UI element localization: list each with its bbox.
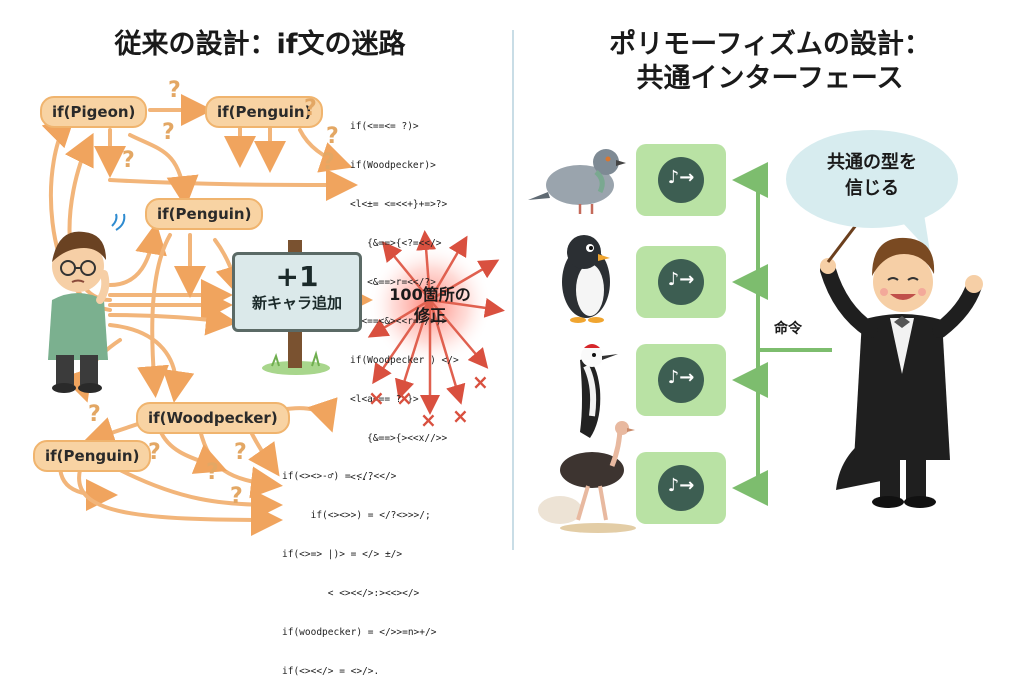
question-mark: ? [304, 96, 317, 121]
speech-bubble [786, 130, 958, 228]
cross-mark: × [452, 404, 469, 428]
interface-box-ostrich: ♪→ [636, 452, 726, 524]
code-line: if(<><>>) = </?<>>>/; [282, 510, 431, 521]
fix-count-line2: 修正 [413, 306, 446, 325]
question-mark: ? [206, 460, 219, 485]
note-symbol: ♪→ [667, 167, 695, 188]
right-title-line1: ポリモーフィズムの設計： [609, 29, 931, 60]
code-line: {&==>{><<x//>> [350, 433, 448, 444]
cross-mark: × [472, 370, 489, 394]
code-line: if(<><>-♂) = </?<</> [282, 471, 397, 482]
bubble-line2: 信じる [845, 178, 899, 199]
if-woodpecker-node: if(Woodpecker) [136, 402, 290, 434]
question-mark: ? [148, 440, 161, 465]
code-line: if(Woodpecker)> [350, 160, 436, 171]
if-pigeon-node: if(Pigeon) [40, 96, 148, 128]
code-line: if(Woodpecker ) </> [350, 355, 459, 366]
cross-mark: × [396, 386, 413, 410]
polymorphism-diagram [528, 149, 983, 533]
question-mark: ? [230, 484, 243, 509]
question-mark: ? [168, 78, 181, 103]
interface-box-woodpecker: ♪→ [636, 344, 726, 416]
new-character-sign: +1 新キャラ追加 [232, 252, 362, 332]
play-note-icon: ♪→ [658, 465, 704, 511]
question-mark: ? [326, 124, 339, 149]
flow-arrows [41, 94, 373, 536]
play-note-icon: ♪→ [658, 259, 704, 305]
question-marks: ? ? ? ? ? ? ? ? ? ? ? [0, 0, 512, 572]
fix-count-label: 100箇所の 修正 [380, 284, 480, 326]
command-arrows [732, 162, 832, 506]
right-title-line2: 共通インターフェース [636, 63, 904, 94]
code-line: {&==>{<?=<</> [350, 238, 442, 249]
play-note-icon: ♪→ [658, 157, 704, 203]
bubble-line1: 共通の型を [827, 152, 917, 173]
question-mark: ? [322, 150, 335, 175]
note-symbol: ♪→ [667, 475, 695, 496]
sign-plus-one: +1 [275, 260, 319, 293]
section-divider [512, 30, 514, 550]
note-symbol: ♪→ [667, 269, 695, 290]
fix-count-line1: 100箇所の [389, 285, 471, 304]
code-line: <l<a<== ?-}> [350, 394, 419, 405]
cross-mark: × [420, 408, 437, 432]
penguin-illustration [562, 235, 610, 323]
code-line: if(woodpecker) = </>>=n>+/> [282, 627, 437, 638]
question-mark: ? [162, 120, 175, 145]
if-penguin-mid-node: if(Penguin) [145, 198, 264, 230]
code-line: if(<>=> |)> = </> ±/> [282, 549, 403, 560]
left-title: 従来の設計：if文の迷路 [114, 29, 406, 60]
code-snippet-top: if(<==<= ?)> if(Woodpecker)> <l<±= <=<<+… [350, 94, 459, 497]
if-penguin-top-node: if(Penguin) [205, 96, 324, 128]
cross-mark: × [368, 386, 385, 410]
code-line: <l<==<&><<r=>/>)> [350, 316, 448, 327]
if-penguin-bottom-node: if(Penguin) [33, 440, 152, 472]
code-line: if(<><</> = <>/>. [282, 666, 380, 677]
woodpecker-illustration [580, 344, 618, 438]
code-line: <... [350, 472, 373, 483]
code-line: <l<±= <=<<+}+=>?> [350, 199, 448, 210]
code-line: < <><</>:><<></> [282, 588, 420, 599]
fix-burst [367, 230, 505, 415]
interface-box-pigeon: ♪→ [636, 144, 726, 216]
confused-person [48, 213, 126, 393]
code-line: if(<==<= ?)> [350, 121, 419, 132]
play-note-icon: ♪→ [658, 357, 704, 403]
code-line: <&==>r=<</?> [350, 277, 436, 288]
question-mark: ? [88, 402, 101, 427]
sign-new-character-label: 新キャラ追加 [251, 294, 342, 312]
right-title: ポリモーフィズムの設計： 共通インターフェース [540, 28, 1000, 96]
error-marks: × × × × × [0, 0, 512, 572]
conductor-illustration [820, 211, 983, 508]
question-mark: ? [122, 148, 135, 173]
note-symbol: ♪→ [667, 367, 695, 388]
speech-bubble-text: 共通の型を 信じる [786, 150, 958, 202]
question-mark: ? [234, 440, 247, 465]
interface-box-penguin: ♪→ [636, 246, 726, 318]
pigeon-illustration [528, 149, 626, 214]
ostrich-illustration [538, 421, 636, 533]
command-label: 命令 [774, 321, 802, 337]
